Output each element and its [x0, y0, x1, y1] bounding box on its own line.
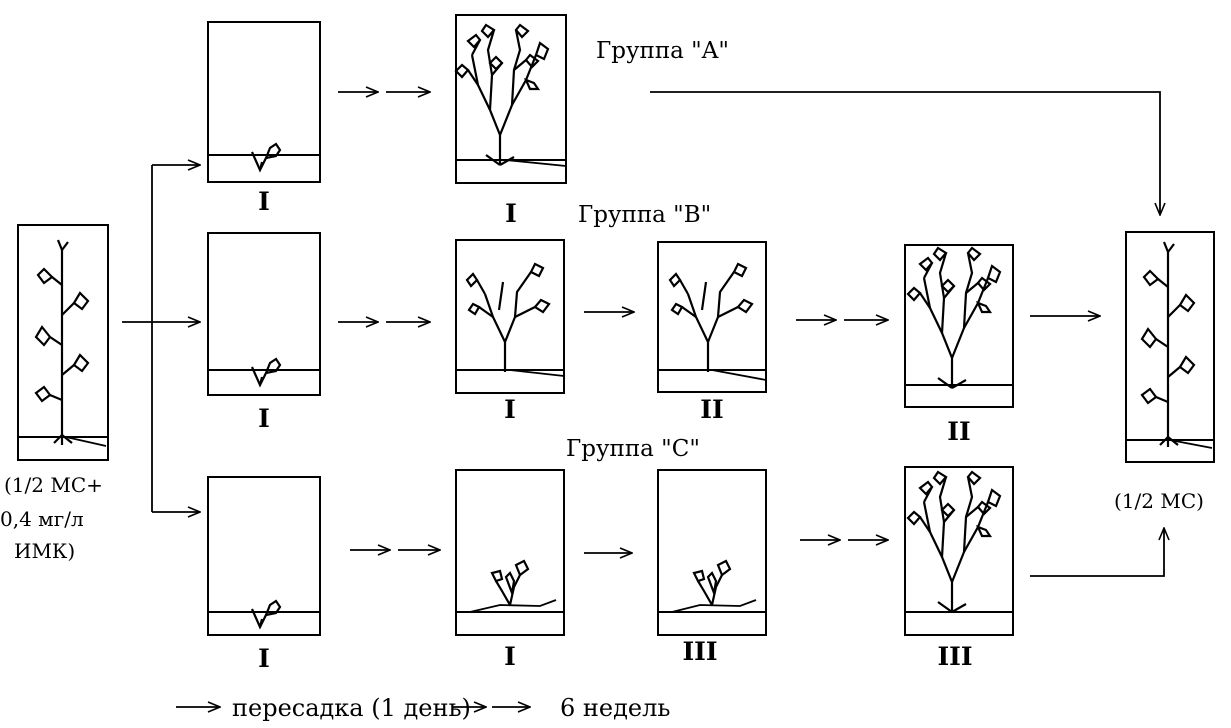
stage-label-b1: I — [258, 404, 270, 433]
plant-a1 — [250, 142, 282, 172]
stage-label-a2: I — [505, 199, 517, 228]
stage-label-c2: I — [504, 642, 516, 671]
plant-b1 — [250, 357, 282, 387]
stage-label-c4: III — [937, 642, 972, 671]
stage-label-c3: III — [682, 637, 717, 666]
plant-c3 — [692, 559, 732, 607]
plant-start — [34, 238, 90, 447]
end-medium-label: (1/2 MC) — [1114, 489, 1204, 513]
box-b1 — [207, 232, 321, 396]
stage-label-b4: II — [947, 417, 970, 446]
plant-a2 — [454, 23, 550, 167]
plant-b4 — [906, 246, 1002, 390]
stage-label-b3: II — [700, 395, 723, 424]
legend-double-arrow-text: 6 недель — [560, 694, 670, 722]
stage-label-b2: I — [504, 395, 516, 424]
group-a-label: Группа "A" — [596, 38, 729, 64]
arrow-a-to-end — [650, 91, 1160, 215]
box-c3 — [657, 469, 767, 636]
box-b2 — [455, 239, 565, 394]
plant-b3 — [668, 262, 754, 374]
start-medium-line3: ИМК) — [14, 539, 75, 563]
plant-c2 — [490, 559, 530, 607]
start-medium-line2: 0,4 мг/л — [0, 507, 84, 531]
plant-c1 — [250, 599, 282, 629]
box-c2 — [455, 469, 565, 636]
legend-single-arrow-text: пересадка (1 день) — [232, 694, 471, 722]
box-a2 — [455, 14, 567, 184]
box-b4 — [904, 244, 1014, 408]
box-c4 — [904, 466, 1014, 636]
plant-c4 — [906, 470, 1002, 614]
stage-label-c1: I — [258, 644, 270, 673]
box-c1 — [207, 476, 321, 636]
arrow-c-to-end — [1030, 528, 1164, 577]
box-b3 — [657, 241, 767, 393]
end-box — [1125, 231, 1215, 463]
group-b-label: Группа "B" — [578, 202, 711, 228]
start-box — [17, 224, 109, 461]
stage-label-a1: I — [258, 187, 270, 216]
plant-b2 — [465, 262, 551, 374]
plant-end — [1140, 240, 1196, 449]
group-c-label: Группа "C" — [566, 436, 700, 462]
box-a1 — [207, 21, 321, 183]
start-medium-line1: (1/2 MC+ — [4, 473, 103, 497]
